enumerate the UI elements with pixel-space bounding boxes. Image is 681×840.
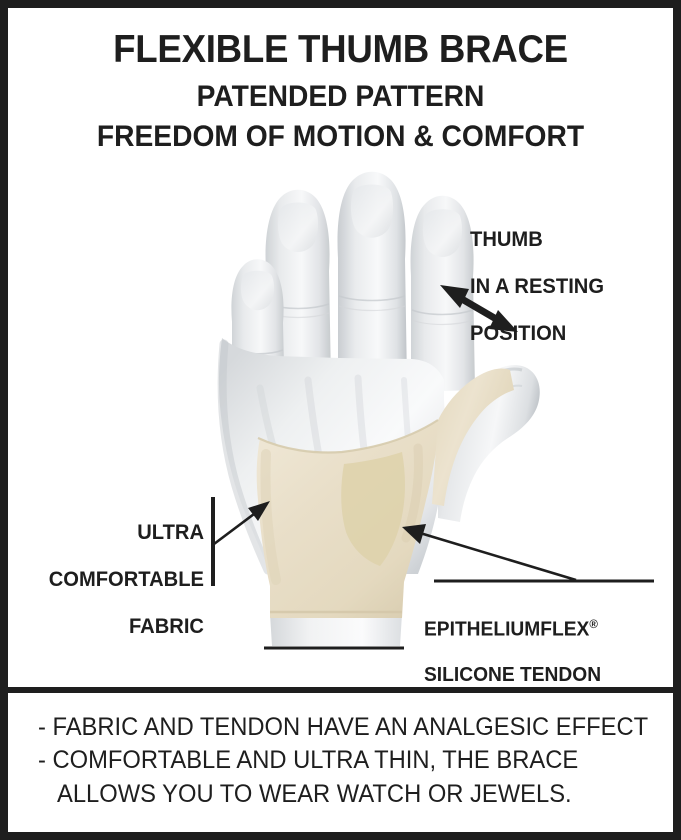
callout-epitheliumflex-silicone-tendon: EPITHELIUMFLEX® SILICONE TENDON — [424, 596, 601, 687]
wrist — [270, 614, 402, 646]
callout-thumb-resting-position: THUMB IN A RESTING POSITION — [470, 204, 604, 369]
tendon-callout-leader — [402, 524, 654, 583]
callout-fabric-line-3: FABRIC — [128, 614, 204, 638]
subtitle-freedom-of-motion: FREEDOM OF MOTION & COMFORT — [96, 120, 585, 153]
silicone-tendon-pad — [341, 452, 405, 566]
feature-bullet-1: - FABRIC AND TENDON HAVE AN ANALGESIC EF… — [38, 713, 649, 741]
panel-divider — [8, 687, 673, 693]
hand-with-brace-graphic — [211, 171, 654, 650]
thumb-brace — [256, 368, 514, 618]
page-title: FLEXIBLE THUMB BRACE — [113, 28, 568, 71]
feature-bullet-2: - COMFORTABLE AND ULTRA THIN, THE BRACE — [38, 746, 579, 775]
callout-fabric-line-1: ULTRA — [137, 520, 204, 544]
features-panel: - FABRIC AND TENDON HAVE AN ANALGESIC EF… — [8, 693, 673, 832]
thumb-direction-arrow — [440, 285, 518, 332]
ring-finger — [410, 195, 475, 392]
illustration-panel: FLEXIBLE THUMB BRACE PATENDED PATTERN FR… — [8, 8, 673, 687]
callout-tendon-brand: EPITHELIUMFLEX — [424, 619, 590, 642]
registered-trademark-icon: ® — [589, 617, 598, 632]
callout-thumb-line-1: THUMB — [470, 227, 543, 251]
callout-thumb-line-3: POSITION — [470, 321, 567, 345]
callout-ultra-comfortable-fabric: ULTRA COMFORTABLE FABRIC — [16, 497, 204, 662]
feature-bullet-2-continuation: ALLOWS YOU TO WEAR WATCH OR JEWELS. — [57, 779, 572, 808]
callout-thumb-line-2: IN A RESTING — [470, 274, 605, 298]
fabric-callout-leader — [211, 497, 270, 586]
header-block: FLEXIBLE THUMB BRACE PATENDED PATTERN FR… — [8, 8, 673, 152]
callout-fabric-line-2: COMFORTABLE — [48, 567, 204, 591]
subtitle-patented-pattern: PATENDED PATTERN — [196, 80, 485, 113]
callout-tendon-line-2: SILICONE TENDON — [424, 663, 602, 686]
product-illustration: THUMB IN A RESTING POSITION ULTRA COMFOR… — [8, 8, 673, 687]
middle-finger — [337, 171, 407, 384]
features-list: - FABRIC AND TENDON HAVE AN ANALGESIC EF… — [38, 711, 649, 811]
callout-tendon-line-1: EPITHELIUMFLEX® — [424, 618, 601, 641]
